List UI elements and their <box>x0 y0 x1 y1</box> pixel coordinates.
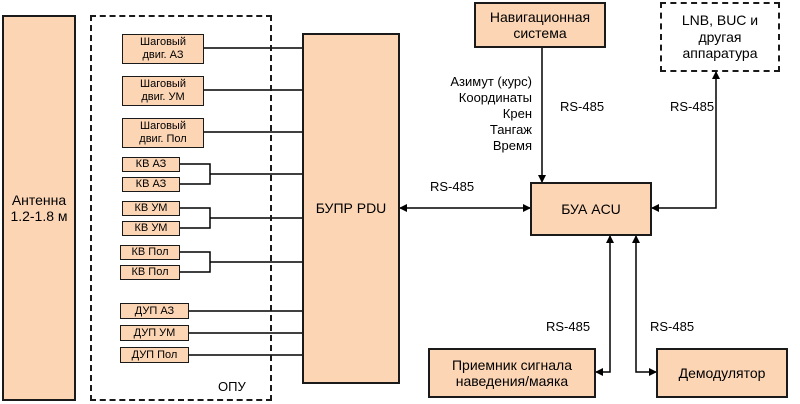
kv-pol-box-2: КВ Пол <box>120 265 180 280</box>
motor-az-box: Шаговый двиг. АЗ <box>122 34 204 64</box>
opu-group <box>90 15 272 401</box>
dup-um-box: ДУП УМ <box>120 325 189 341</box>
nav-parameters: Азимут (курс) Координаты Крен Тангаж Вре… <box>440 74 532 154</box>
demodulator-box: Демодулятор <box>656 348 788 398</box>
nav-param: Тангаж <box>489 122 532 137</box>
kv-um-box-1: КВ УМ <box>122 201 180 216</box>
kv-az-box-2: КВ АЗ <box>122 177 180 192</box>
antenna-box: Антенна 1.2-1.8 м <box>2 15 76 401</box>
nav-param: Крен <box>502 106 532 121</box>
lnb-buc-box: LNB, BUC и другая аппаратура <box>660 2 780 72</box>
receiver-box: Приемник сигнала наведения/маяка <box>428 348 596 398</box>
nav-param: Время <box>492 138 532 153</box>
navigation-system-box: Навигационная система <box>474 2 606 48</box>
dup-pol-box: ДУП Пол <box>120 347 189 363</box>
kv-az-box-1: КВ АЗ <box>122 157 180 172</box>
nav-param: Азимут (курс) <box>450 74 532 89</box>
dup-az-box: ДУП АЗ <box>120 303 189 319</box>
opu-label: ОПУ <box>218 379 246 394</box>
rs485-lnb-acu-label: RS-485 <box>670 99 715 114</box>
acu-box: БУА ACU <box>530 182 652 236</box>
rs485-pdu-acu-label: RS-485 <box>430 179 475 194</box>
motor-pol-box: Шаговый двиг. Пол <box>122 118 204 148</box>
motor-um-box: Шаговый двиг. УМ <box>122 76 204 106</box>
kv-pol-box-1: КВ Пол <box>120 245 180 260</box>
nav-param: Координаты <box>458 90 532 105</box>
rs485-demod-acu-label: RS-485 <box>650 319 695 334</box>
kv-um-box-2: КВ УМ <box>122 221 180 236</box>
rs485-nav-acu-label: RS-485 <box>560 99 605 114</box>
pdu-box: БУПР PDU <box>302 33 400 384</box>
rs485-receiver-acu-label: RS-485 <box>546 319 591 334</box>
